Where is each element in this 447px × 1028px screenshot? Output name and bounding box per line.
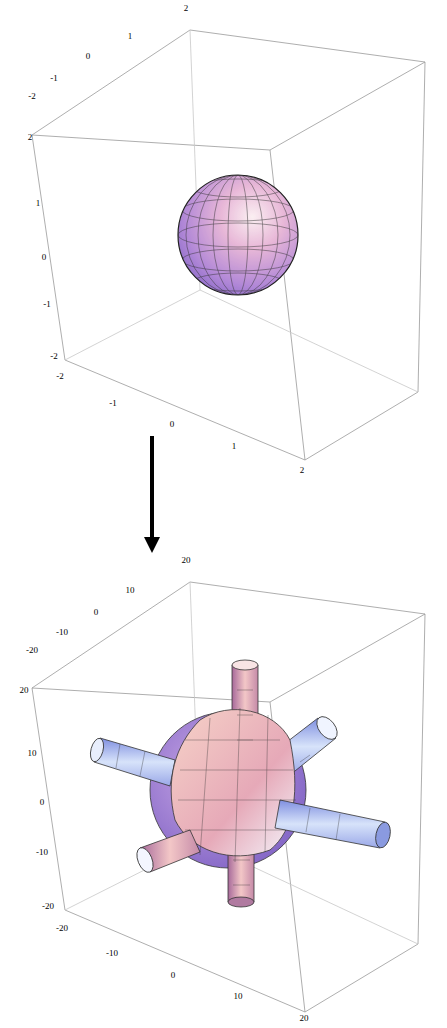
axis-tick-label: -1 — [109, 399, 117, 408]
axis-tick-label: -20 — [56, 924, 68, 933]
axis-tick-label: -20 — [26, 646, 38, 655]
plot-box — [32, 30, 425, 460]
axis-tick-label: -10 — [56, 628, 68, 637]
axis-tick-label: 0 — [170, 420, 175, 429]
axis-tick-label: 2 — [300, 466, 305, 475]
axis-tick-label: 0 — [171, 971, 176, 980]
axis-tick-label: -20 — [42, 902, 54, 911]
axis-tick-label: -1 — [50, 74, 58, 83]
axis-tick-label: -10 — [106, 949, 118, 958]
axis-tick-label: -1 — [43, 300, 51, 309]
axis-tick-label: 20 — [20, 686, 29, 695]
axis-tick-label: 1 — [232, 442, 237, 451]
plot-box — [32, 582, 425, 1012]
deformed-surface — [88, 660, 392, 907]
axis-tick-label: -2 — [50, 352, 58, 361]
sphere — [178, 175, 298, 295]
axis-tick-label: 0 — [42, 253, 47, 262]
axis-tick-label: 1 — [128, 32, 133, 41]
axis-tick-label: -10 — [36, 848, 48, 857]
axis-tick-label: 20 — [300, 1014, 309, 1023]
transform-arrow — [150, 436, 154, 545]
axis-tick-label: -2 — [56, 372, 64, 381]
axis-tick-label: 0 — [86, 52, 91, 61]
axis-tick-label: 1 — [36, 199, 41, 208]
axis-tick-label: 10 — [234, 992, 243, 1001]
axis-tick-label: 10 — [28, 749, 37, 758]
axis-tick-label: 10 — [126, 586, 135, 595]
axis-tick-label: 0 — [40, 798, 45, 807]
axis-tick-label: -2 — [28, 92, 36, 101]
axis-tick-label: 20 — [182, 556, 191, 565]
axis-tick-label: 2 — [28, 133, 33, 142]
axis-tick-label: 2 — [184, 4, 189, 13]
axis-tick-label: 0 — [94, 608, 99, 617]
